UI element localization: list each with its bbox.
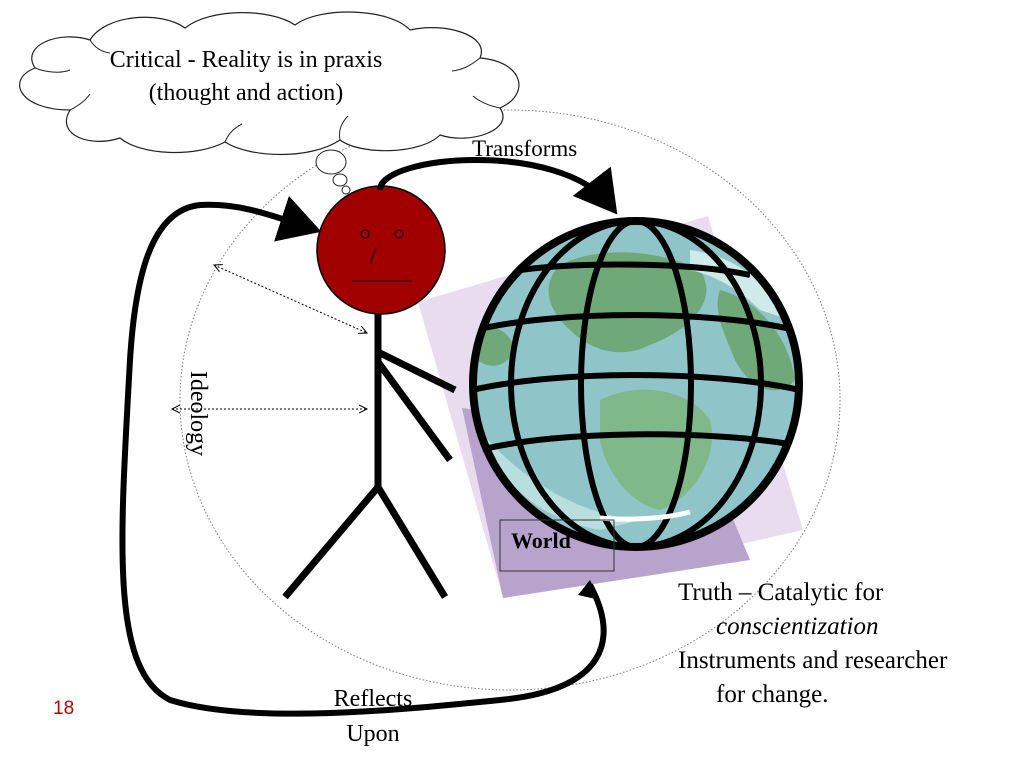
reflects-line-2: Upon	[346, 721, 400, 747]
thought-bubble-large	[315, 149, 347, 175]
truth-note: Truth – Catalytic for conscientization I…	[678, 576, 947, 712]
cloud-line-1: Critical - Reality is in praxis	[109, 47, 383, 73]
figure-head	[316, 185, 446, 315]
stick-figure	[282, 185, 457, 600]
reflects-upon-arrow	[119, 195, 607, 717]
reflects-arrowhead-world	[578, 580, 600, 600]
reflects-line-1: Reflects	[333, 686, 413, 712]
truth-line-3: Instruments and researcher	[678, 647, 948, 674]
truth-line-4: for change.	[716, 681, 829, 708]
transforms-arrow	[377, 157, 618, 215]
world-box	[499, 519, 615, 572]
cloud-line-2: (thought and action)	[148, 80, 344, 106]
world-label: World	[511, 528, 571, 553]
ideology-label: Ideology	[185, 370, 212, 457]
thought-bubble-small	[341, 185, 351, 195]
truth-line-2: conscientization	[716, 613, 879, 640]
transforms-label: Transforms	[472, 136, 578, 161]
slide-number: 18	[53, 698, 75, 719]
globe-icon	[469, 217, 803, 551]
context-ellipse	[179, 109, 841, 691]
thought-bubble-medium	[332, 173, 348, 187]
truth-line-1: Truth – Catalytic for	[678, 579, 884, 606]
reflects-upon-label: Reflects Upon	[318, 682, 428, 752]
cloud-text: Critical - Reality is in praxis (thought…	[66, 44, 426, 110]
thought-cloud	[19, 11, 520, 156]
